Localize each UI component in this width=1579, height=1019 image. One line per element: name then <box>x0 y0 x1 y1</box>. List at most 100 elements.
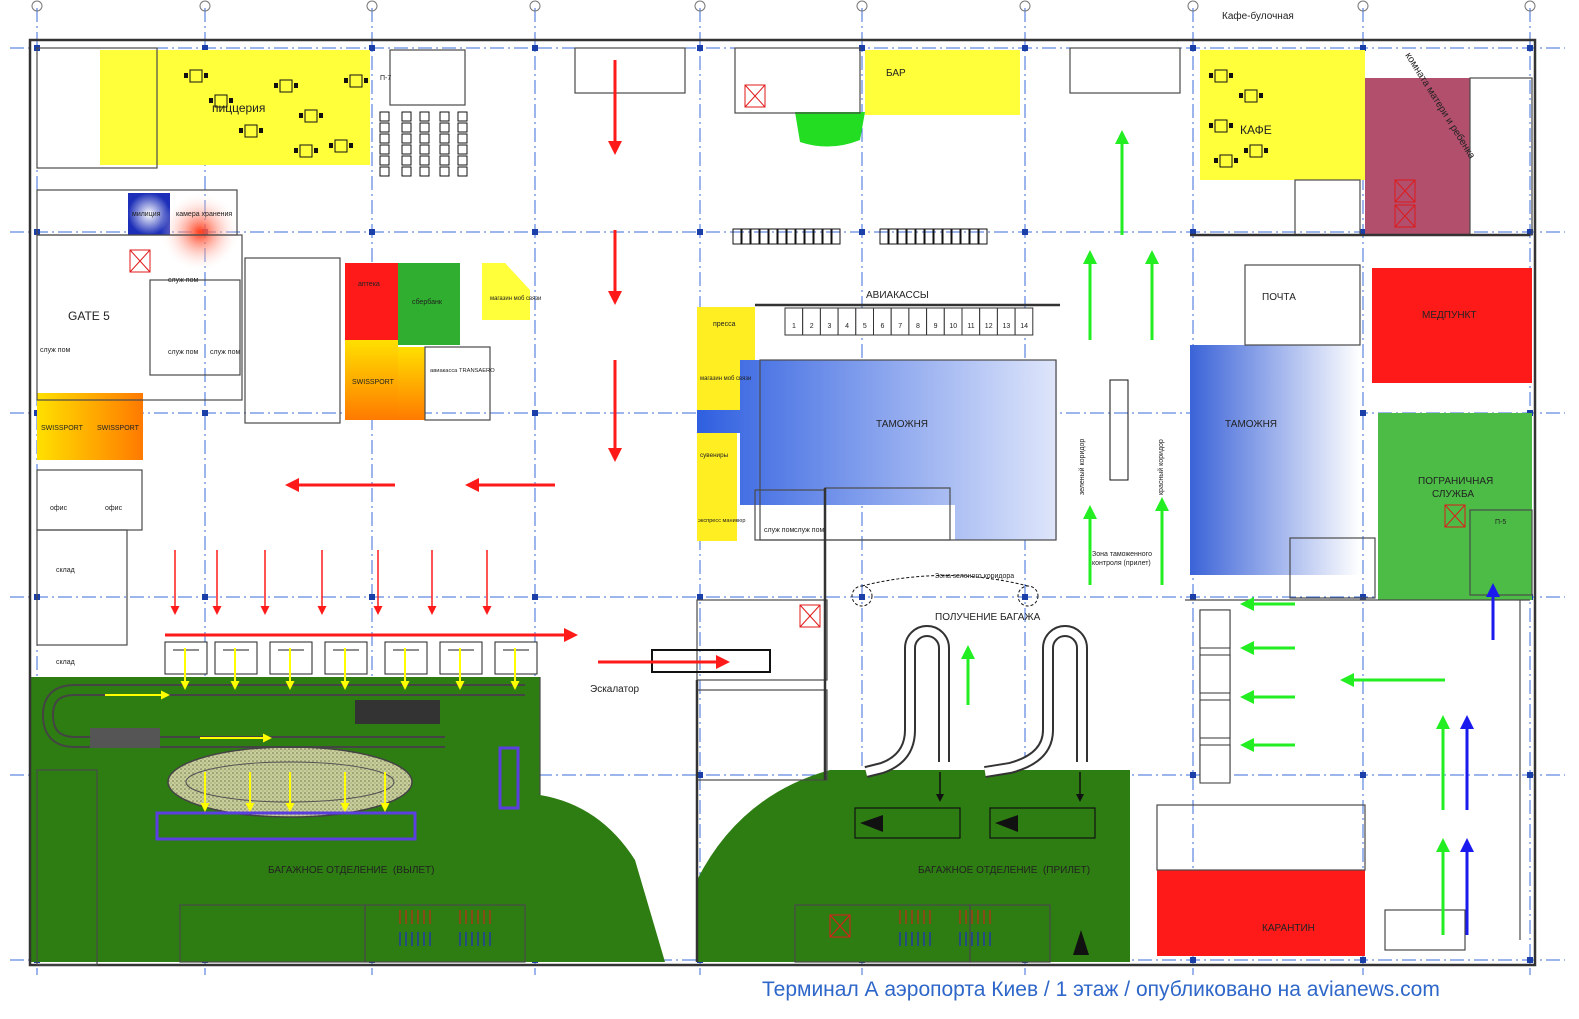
chair <box>364 78 368 83</box>
arrowhead-icon <box>245 803 255 812</box>
flow-arrow <box>1155 497 1169 585</box>
chair <box>401 166 412 177</box>
label-service-room: служ пом <box>794 527 824 534</box>
bench-seat <box>831 228 841 245</box>
column <box>1190 594 1196 600</box>
cafe-table <box>1214 119 1228 133</box>
label-p7: П-7 <box>380 75 391 82</box>
ticket-counter <box>996 307 1016 336</box>
elevator-icon <box>1394 204 1416 228</box>
ticket-counter-number: 13 <box>1003 323 1011 330</box>
flow-arrow <box>1486 583 1500 640</box>
arrowhead-icon <box>1340 673 1354 687</box>
chair <box>314 148 318 153</box>
chair <box>419 155 430 166</box>
chair <box>1264 148 1268 153</box>
ticket-counter <box>961 307 981 336</box>
label-warehouse: склад <box>56 567 75 574</box>
arrowhead-icon <box>200 803 210 812</box>
column <box>1190 229 1196 235</box>
label-customs: ТАМОЖНЯ <box>876 419 928 430</box>
label-quarantine: КАРАНТИН <box>1262 923 1315 934</box>
arrowhead-icon <box>482 606 492 615</box>
flow-arrow <box>212 550 222 615</box>
column <box>202 410 208 416</box>
flow-arrows <box>105 60 1500 935</box>
cafe-table <box>1214 69 1228 83</box>
cafe-table <box>334 139 348 153</box>
flow-arrow <box>598 655 730 669</box>
sberbank-zone <box>398 263 460 345</box>
arrowhead-icon <box>716 655 730 669</box>
arrowhead-icon <box>161 690 170 700</box>
column <box>369 229 375 235</box>
column <box>202 594 208 600</box>
arrowhead-icon <box>263 733 272 743</box>
column <box>697 229 703 235</box>
cafe-table <box>304 109 318 123</box>
arrowhead-icon <box>340 803 350 812</box>
ticket-counter-number: 14 <box>1020 323 1028 330</box>
flow-arrow <box>1436 838 1450 935</box>
customs-zone-right <box>1190 345 1360 575</box>
flow-arrow <box>1460 715 1474 810</box>
flow-arrow <box>455 648 465 690</box>
flow-arrow <box>170 550 180 615</box>
label-swissport: SWISSPORT <box>97 425 140 432</box>
cafe-table <box>214 94 228 108</box>
arrow-up-icon <box>1073 930 1089 955</box>
column <box>369 594 375 600</box>
flow-arrow <box>245 772 255 812</box>
label-baggage-claim: ПОЛУЧЕНИЕ БАГАЖА <box>935 612 1041 623</box>
label-customs-zone: Зона таможенного <box>1092 551 1152 558</box>
elevator-icon <box>1444 504 1466 528</box>
column <box>1360 45 1366 51</box>
grid-axis-marker <box>1524 0 1536 12</box>
arrowhead-icon <box>380 803 390 812</box>
bin-rack <box>155 811 417 841</box>
arrowhead-icon <box>1083 250 1097 264</box>
chair <box>239 128 243 133</box>
column <box>1527 772 1533 778</box>
column <box>697 594 703 600</box>
ticket-counter <box>784 307 804 336</box>
chair <box>457 122 468 133</box>
arrowhead-icon <box>608 291 622 305</box>
label-customs-zone: контроля (прилет) <box>1092 560 1151 567</box>
bench-seat <box>750 228 760 245</box>
flow-arrow <box>340 648 350 690</box>
flow-arrow <box>285 772 295 812</box>
chair <box>379 122 390 133</box>
swissport-zone-1b <box>398 347 425 420</box>
chair <box>1229 73 1233 78</box>
elevator-icon <box>129 249 151 273</box>
column <box>202 45 208 51</box>
label-medpoint: МЕДПУНКТ <box>1422 310 1476 321</box>
inspection-booth <box>1199 699 1231 739</box>
chair <box>401 111 412 122</box>
chair <box>419 144 430 155</box>
label-pharmacy: аптека <box>358 281 380 288</box>
elevator-icon <box>744 84 766 108</box>
grid-axis-marker <box>366 0 378 12</box>
bench-seat <box>951 228 961 245</box>
arrow-left-icon <box>860 815 883 832</box>
label-border-service: СЛУЖБА <box>1432 489 1474 500</box>
chair <box>1214 158 1218 163</box>
label-service-room: служ пом <box>40 347 70 354</box>
chair <box>457 111 468 122</box>
bench-seat <box>822 228 832 245</box>
flow-arrow <box>1145 250 1159 340</box>
chair <box>209 98 213 103</box>
label-manicure: экспресс маникюр <box>698 518 745 524</box>
chair <box>419 122 430 133</box>
arrowhead-icon <box>1436 838 1450 852</box>
arrowhead-icon <box>170 606 180 615</box>
column <box>532 594 538 600</box>
label-militia: милиция <box>132 211 161 218</box>
cafe-table <box>299 144 313 158</box>
bar-zone <box>865 50 1020 115</box>
grid-axis-marker <box>1019 0 1031 12</box>
flow-arrow <box>285 478 395 492</box>
